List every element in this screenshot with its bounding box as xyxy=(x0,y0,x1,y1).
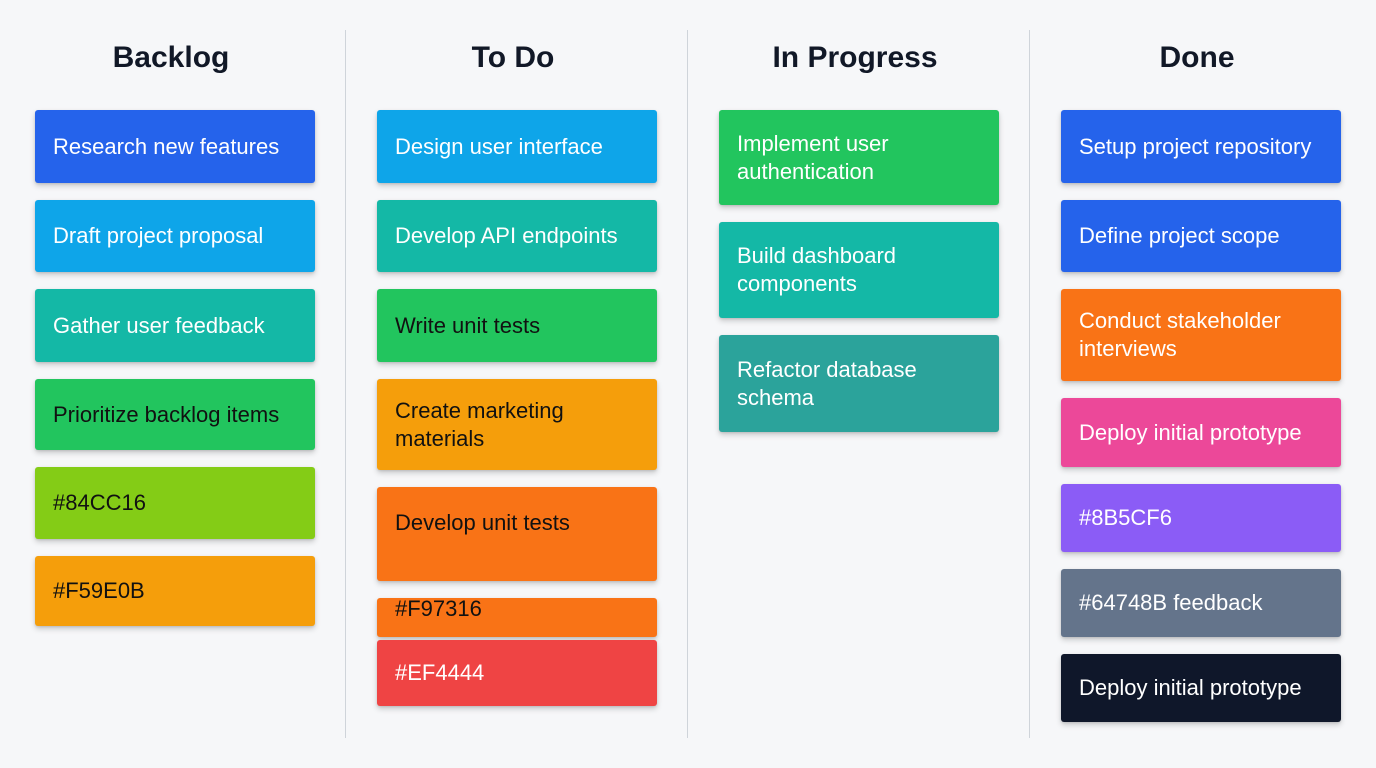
column-in-progress: In Progress Implement user authenticatio… xyxy=(684,0,1026,768)
task-card-label: Design user interface xyxy=(395,133,603,159)
column-divider xyxy=(687,30,688,738)
task-card-label: #8B5CF6 xyxy=(1079,505,1172,530)
task-card-label: Develop API endpoints xyxy=(395,223,618,248)
task-card[interactable]: Setup project repository xyxy=(1061,110,1341,183)
task-card-label: #F97316 xyxy=(395,596,482,621)
task-card-label: #EF4444 xyxy=(395,660,485,685)
task-card-label: Setup project repository xyxy=(1079,133,1312,159)
task-card-label: #84CC16 xyxy=(53,490,146,515)
task-card-label: #64748B feedback xyxy=(1079,590,1263,615)
column-done: Done Setup project repository Define pro… xyxy=(1026,0,1368,768)
task-card-label: Refactor database schema xyxy=(737,356,917,410)
task-card-label: Prioritize backlog items xyxy=(53,401,280,427)
column-title: Backlog xyxy=(112,41,230,74)
task-card-label: Deploy initial prototype xyxy=(1079,675,1302,700)
task-card[interactable]: Draft project proposal xyxy=(35,200,315,272)
task-card[interactable]: #F97316 xyxy=(377,598,657,637)
task-card[interactable]: Build dashboard components xyxy=(719,222,999,318)
task-card-label: Gather user feedback xyxy=(53,312,265,338)
task-card[interactable]: Create marketing materials xyxy=(377,379,657,470)
task-card[interactable]: Gather user feedback xyxy=(35,289,315,362)
task-card[interactable]: Define project scope xyxy=(1061,200,1341,272)
task-card-label: Define project scope xyxy=(1079,223,1280,248)
column-divider xyxy=(345,30,346,738)
task-card[interactable]: Deploy initial prototype xyxy=(1061,654,1341,722)
task-card[interactable]: Prioritize backlog items xyxy=(35,379,315,450)
column-divider xyxy=(1029,30,1030,738)
task-card-label: Build dashboard components xyxy=(737,243,897,296)
task-card-label: Draft project proposal xyxy=(53,223,264,248)
task-card[interactable]: Research new features xyxy=(35,110,315,183)
task-card-label: Research new features xyxy=(53,133,280,159)
column-title: Done xyxy=(1159,41,1235,74)
column-backlog: Backlog Research new features Draft proj… xyxy=(0,0,342,768)
task-card-label: Deploy initial prototype xyxy=(1079,419,1302,445)
column-to-do: To Do Design user interface Develop API … xyxy=(342,0,684,768)
task-card[interactable]: Refactor database schema xyxy=(719,335,999,432)
task-card-label: #F59E0B xyxy=(53,578,145,603)
task-card[interactable]: Develop unit tests xyxy=(377,487,657,581)
task-card[interactable]: Write unit tests xyxy=(377,289,657,362)
task-card[interactable]: Develop API endpoints xyxy=(377,200,657,272)
task-card[interactable]: #8B5CF6 xyxy=(1061,484,1341,552)
task-card[interactable]: Implement user authentication xyxy=(719,110,999,205)
task-card-label: Develop unit tests xyxy=(395,510,570,535)
task-card[interactable]: #64748B feedback xyxy=(1061,569,1341,637)
task-card[interactable]: Conduct stakeholder interviews xyxy=(1061,289,1341,381)
task-card[interactable]: #EF4444 xyxy=(377,640,657,706)
task-card[interactable]: Deploy initial prototype xyxy=(1061,398,1341,467)
task-card-label: Write unit tests xyxy=(395,312,541,338)
column-title: To Do xyxy=(471,41,555,74)
task-card-label: Create marketing materials xyxy=(395,397,564,451)
task-card-label: Conduct stakeholder interviews xyxy=(1079,308,1281,361)
task-card[interactable]: Design user interface xyxy=(377,110,657,183)
task-card-label: Implement user authentication xyxy=(737,130,889,184)
task-card[interactable]: #F59E0B xyxy=(35,556,315,626)
task-card[interactable]: #84CC16 xyxy=(35,467,315,539)
column-title: In Progress xyxy=(772,41,938,74)
